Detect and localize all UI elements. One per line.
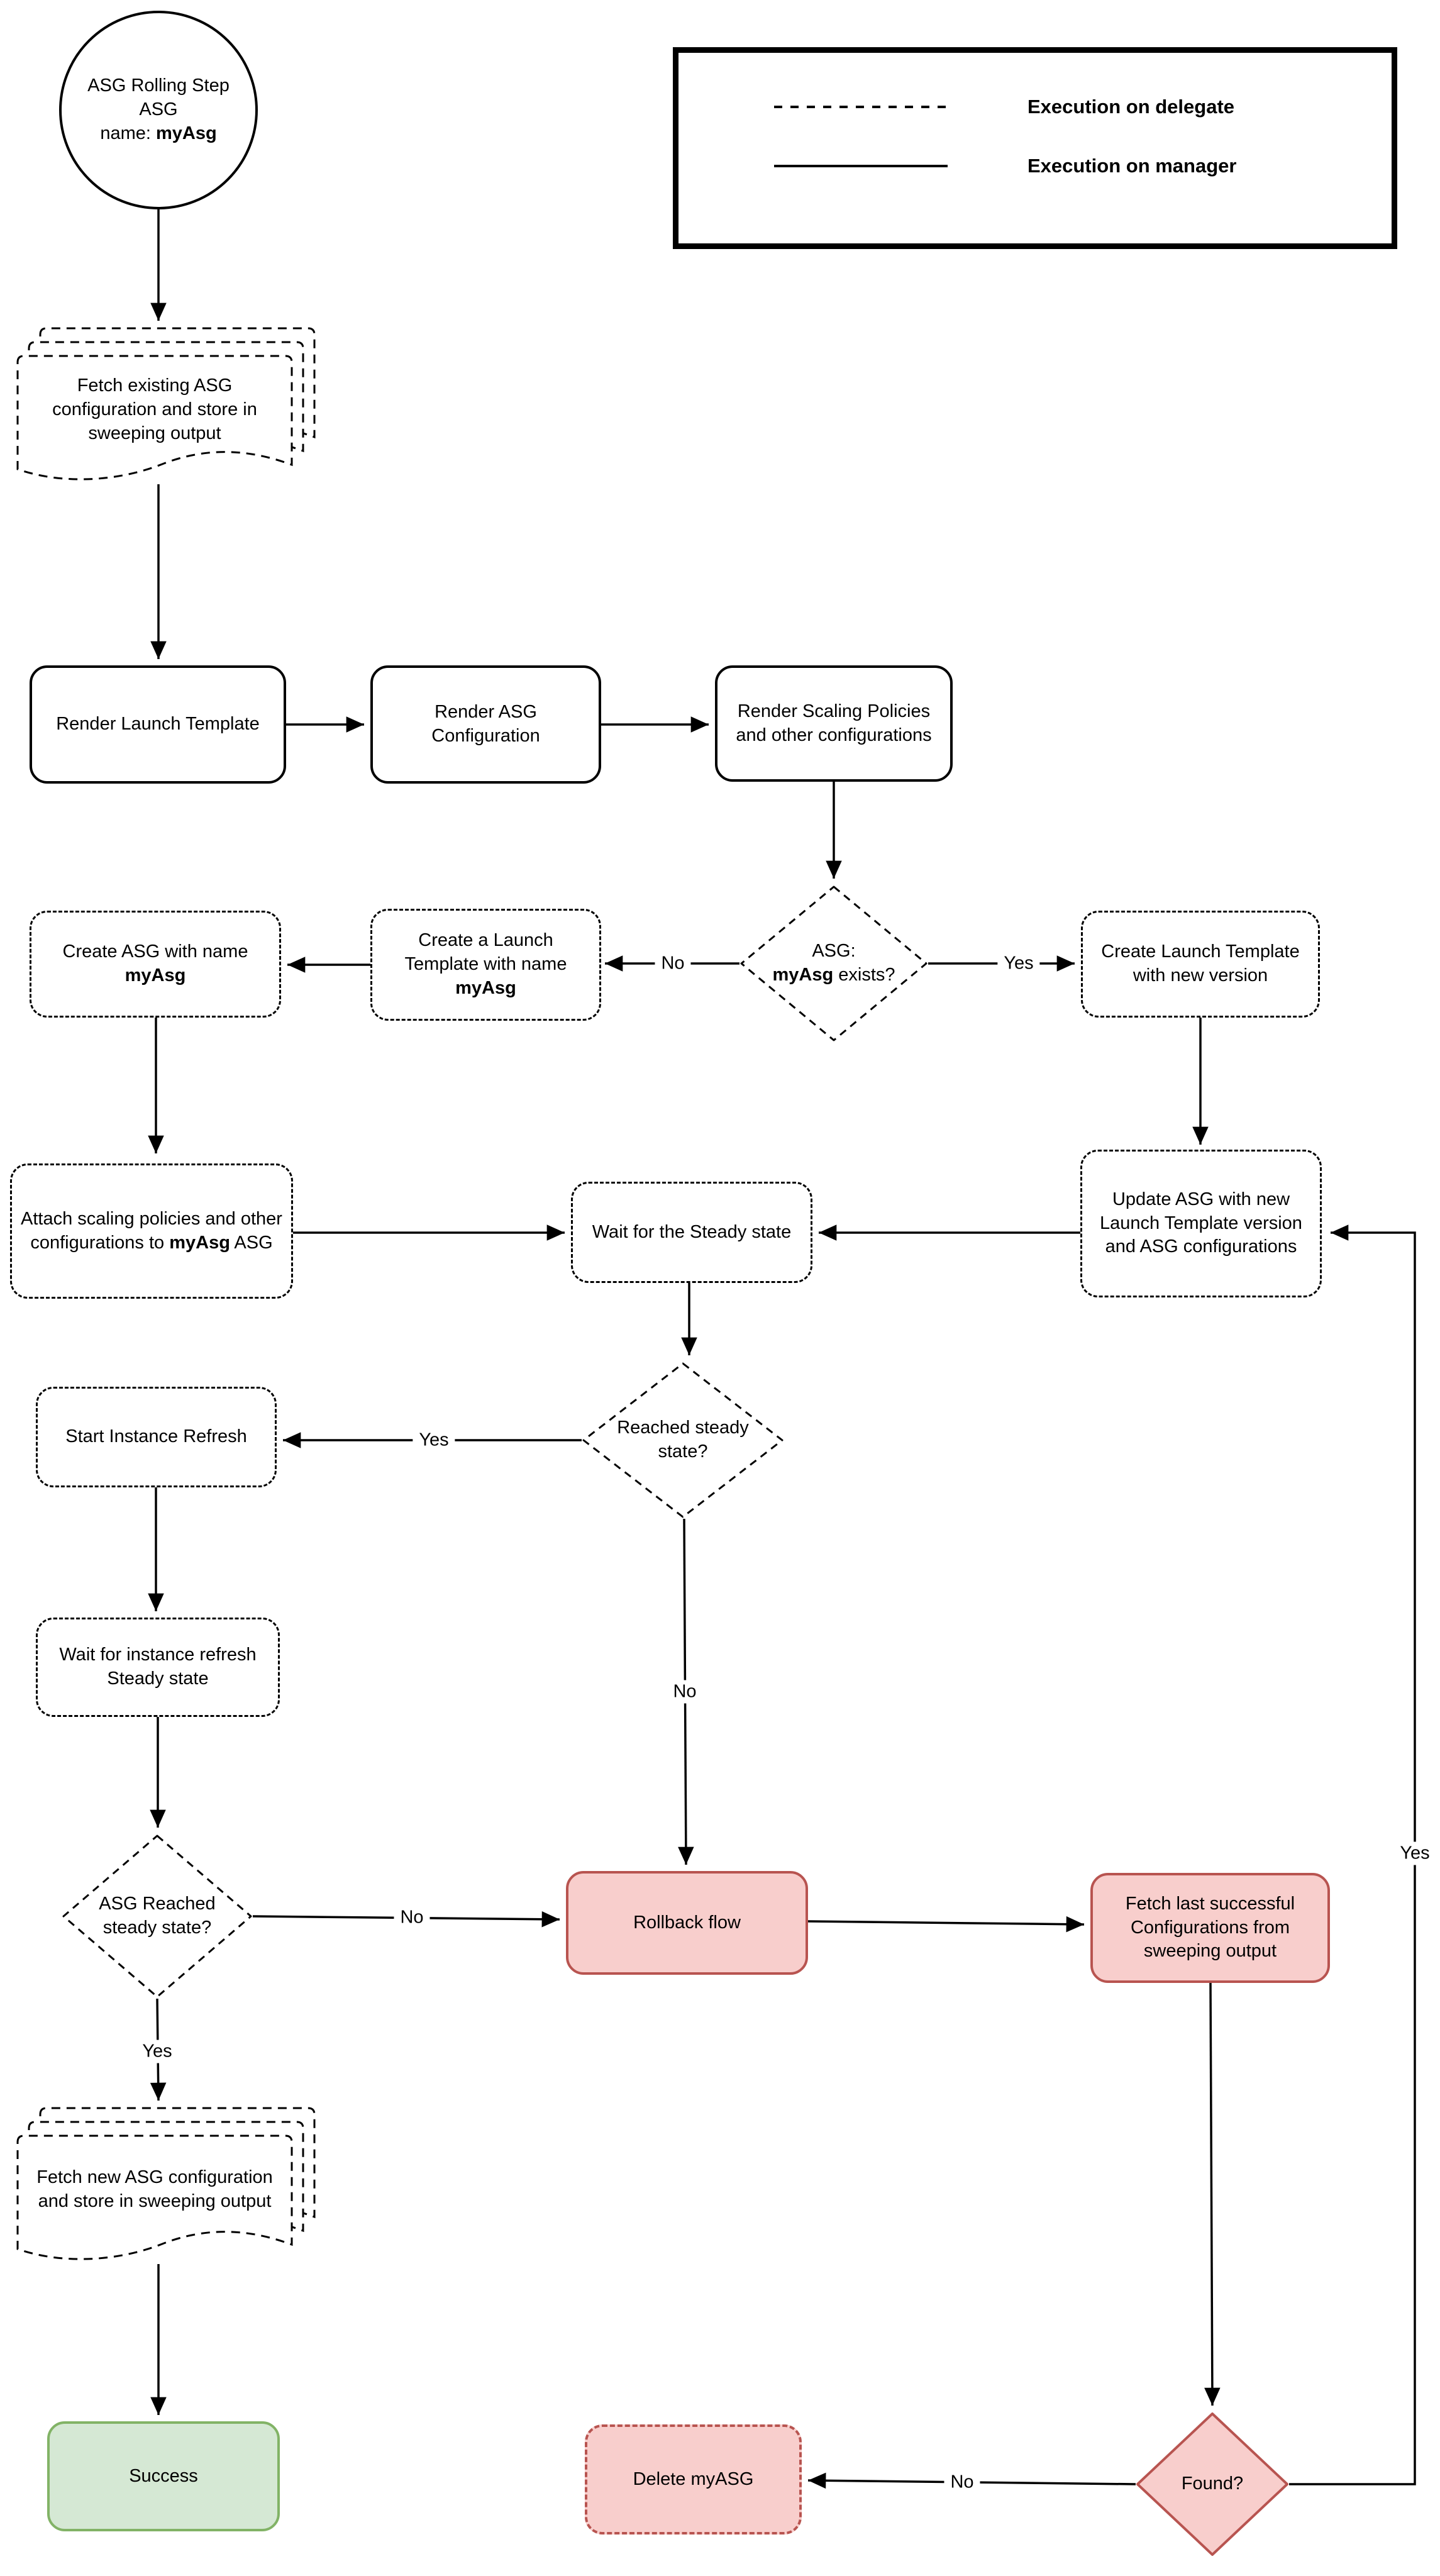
rollback-flow-node: Rollback flow — [566, 1871, 808, 1975]
start-line2: ASG — [139, 99, 178, 120]
multi-document-shape — [16, 2107, 316, 2260]
legend: Execution on delegate Execution on manag… — [673, 47, 1397, 249]
fetch-existing-node: Fetch existing ASG configuration and sto… — [16, 327, 316, 484]
attach-scaling-policies-label: Attach scaling policies and other config… — [21, 1208, 282, 1253]
render-asg-configuration-node: Render ASG Configuration — [370, 665, 601, 784]
fetch-existing-label: Fetch existing ASG configuration and sto… — [52, 375, 257, 443]
create-launch-template-myasg-node: Create a Launch Template with name myAsg — [370, 909, 601, 1021]
edge-label-found-no: No — [944, 2470, 980, 2494]
diamond-shape — [582, 1362, 784, 1518]
legend-row-delegate: Execution on delegate — [773, 96, 1392, 118]
edge-label-reached-no: No — [667, 1680, 703, 1704]
start-line3: name: myAsg — [100, 123, 217, 143]
create-asg-label: Create ASG with name myAsg — [62, 941, 248, 985]
rollback-flow-label: Rollback flow — [633, 1912, 741, 1933]
wait-steady-state-node: Wait for the Steady state — [571, 1182, 812, 1283]
render-scaling-policies-label: Render Scaling Policies and other config… — [736, 701, 932, 745]
update-asg-node: Update ASG with new Launch Template vers… — [1080, 1150, 1322, 1297]
create-launch-template-new-version-label: Create Launch Template with new version — [1101, 941, 1300, 985]
reached-steady-state-decision: Reached steady state? — [582, 1362, 784, 1519]
render-launch-template-label: Render Launch Template — [56, 714, 260, 735]
wait-instance-refresh-node: Wait for instance refresh Steady state — [36, 1618, 280, 1717]
asg-reached-steady-state-label: ASG Reached steady state? — [99, 1894, 216, 1938]
asg-reached-steady-state-decision: ASG Reached steady state? — [62, 1834, 253, 1999]
diamond-shape — [62, 1835, 252, 1998]
legend-manager-label: Execution on manager — [1027, 155, 1237, 177]
start-node: ASG Rolling Step ASG name: myAsg — [59, 11, 258, 209]
multi-document-shape — [16, 327, 316, 480]
asg-exists-decision: ASG: myAsg exists? — [739, 885, 928, 1042]
edge-label-asg-reached-yes: Yes — [136, 2040, 179, 2063]
edge-label-exists-no: No — [655, 952, 691, 975]
edge-label-reached-yes: Yes — [413, 1428, 455, 1452]
render-asg-configuration-label: Render ASG Configuration — [431, 702, 540, 746]
create-launch-template-new-version-node: Create Launch Template with new version — [1081, 911, 1320, 1018]
diamond-shape — [1136, 2412, 1288, 2556]
fetch-last-successful-node: Fetch last successful Configurations fro… — [1090, 1873, 1330, 1983]
edge-fetch-last-to-found — [1204, 1982, 1221, 2406]
update-asg-label: Update ASG with new Launch Template vers… — [1100, 1189, 1302, 1257]
create-launch-template-myasg-label: Create a Launch Template with name myAsg — [404, 930, 567, 998]
found-decision: Found? — [1136, 2412, 1289, 2557]
legend-row-manager: Execution on manager — [773, 155, 1392, 177]
wait-instance-refresh-label: Wait for instance refresh Steady state — [59, 1645, 257, 1689]
render-launch-template-node: Render Launch Template — [30, 665, 286, 784]
start-line1: ASG Rolling Step — [87, 75, 230, 96]
reached-steady-state-label: Reached steady state? — [617, 1418, 749, 1462]
fetch-last-successful-label: Fetch last successful Configurations fro… — [1125, 1893, 1295, 1962]
found-label: Found? — [1181, 2473, 1244, 2494]
wait-steady-state-label: Wait for the Steady state — [592, 1221, 792, 1242]
render-scaling-policies-node: Render Scaling Policies and other config… — [715, 665, 953, 782]
fetch-new-label: Fetch new ASG configuration and store in… — [36, 2167, 273, 2211]
start-instance-refresh-node: Start Instance Refresh — [36, 1387, 277, 1487]
create-asg-node: Create ASG with name myAsg — [30, 911, 281, 1018]
dashed-line-sample — [774, 106, 948, 108]
asg-exists-label: ASG: myAsg exists? — [772, 941, 895, 985]
attach-scaling-policies-node: Attach scaling policies and other config… — [10, 1163, 293, 1299]
delete-myasg-label: Delete myASG — [633, 2468, 754, 2489]
delete-myasg-node: Delete myASG — [585, 2424, 802, 2534]
legend-delegate-label: Execution on delegate — [1027, 96, 1235, 118]
start-instance-refresh-label: Start Instance Refresh — [65, 1426, 247, 1447]
edge-label-found-yes: Yes — [1393, 1841, 1436, 1865]
diamond-shape — [740, 886, 928, 1041]
edge-label-exists-yes: Yes — [997, 952, 1040, 975]
success-node: Success — [47, 2421, 280, 2531]
edge-rollback-to-fetch-last — [807, 1916, 1085, 1933]
solid-line-sample — [774, 165, 948, 167]
edge-label-asg-reached-no: No — [394, 1906, 430, 1929]
success-label: Success — [129, 2465, 198, 2486]
fetch-new-node: Fetch new ASG configuration and store in… — [16, 2107, 316, 2264]
